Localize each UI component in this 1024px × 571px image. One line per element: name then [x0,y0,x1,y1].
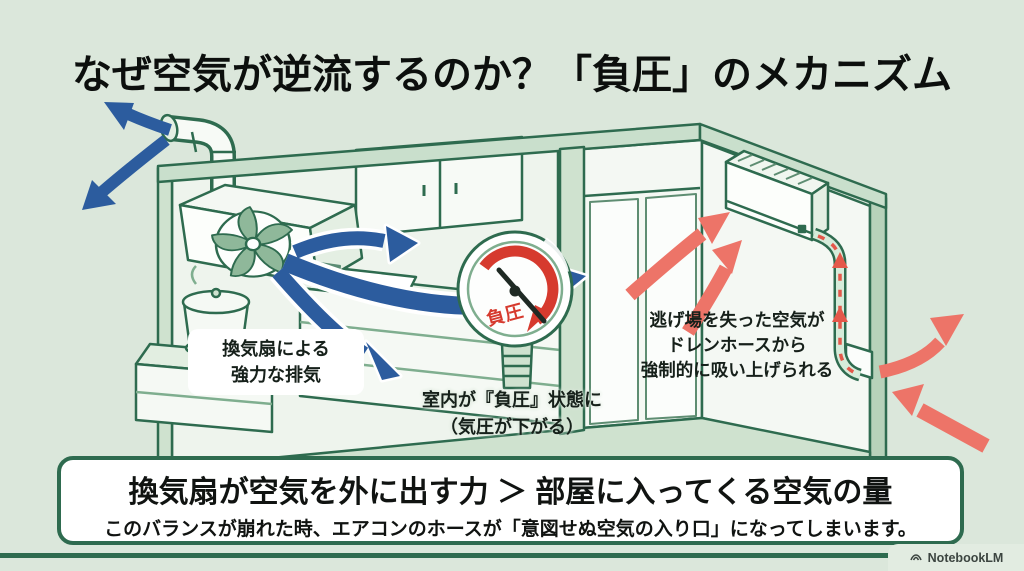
drain-hose-icon [811,227,874,382]
blue-exhaust-arrows [82,102,172,210]
gauge-needle [496,267,547,324]
red-arrows-outside [878,314,990,453]
drain-hose-label: 逃げ場を失った空気が ドレンホースから 強制的に吸い上げられる [640,310,834,380]
range-hood [159,113,364,286]
sliding-door [589,198,639,425]
banner-headline: 換気扇が空気を外に出す力 ＞ 部屋に入ってくる空気の量 [128,476,893,509]
sliding-door [645,193,697,420]
bottom-divider [0,553,892,558]
ceiling-beams [156,122,888,210]
steam-swirl-icon [190,265,198,285]
summary-banner: 換気扇が空気を外に出す力 ＞ 部屋に入ってくる空気の量 このバランスが崩れた時、… [57,456,964,545]
negative-pressure-label: 室内が『負圧』状態に （気圧が下がる） [422,390,602,437]
pressure-gauge-icon [456,230,574,390]
page-title: なぜ空気が逆流するのか？「負圧」のメカニズム [72,53,952,97]
fan-exhaust-label: 換気扇による 強力な排気 [188,329,364,395]
air-conditioner-icon [724,149,830,242]
watermark: NotebookLM [888,544,1024,571]
banner-subtext: このバランスが崩れた時、エアコンのホースが「意図せぬ空気の入り口」になってしまい… [104,519,917,540]
watermark-text: NotebookLM [927,550,1004,565]
gauge-red-arc [479,245,559,325]
red-arrows-to-ac [625,212,742,336]
notebooklm-logo-icon [909,553,922,560]
